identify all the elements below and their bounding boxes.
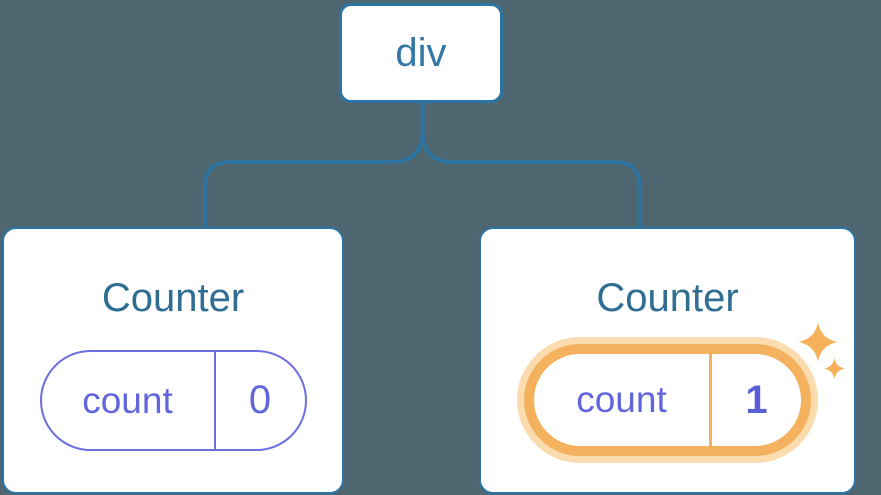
sparkle-icon: [824, 358, 845, 379]
component-title: Counter: [596, 276, 739, 320]
state-value: 0: [213, 352, 305, 449]
component-title: Counter: [101, 276, 245, 320]
state-value: 1: [709, 354, 801, 446]
root-node-label: div: [395, 31, 447, 75]
sparkle-icon: [798, 322, 838, 362]
state-pill-highlighted: count 1: [524, 344, 811, 456]
state-key-label: count: [576, 379, 667, 420]
state-pill-default: count 0: [39, 350, 307, 451]
counter-card-left: Counter count 0: [2, 227, 344, 494]
state-key-label: count: [82, 379, 173, 421]
counter-card-right: Counter count 1: [479, 227, 856, 494]
root-node-div: div: [339, 3, 503, 103]
